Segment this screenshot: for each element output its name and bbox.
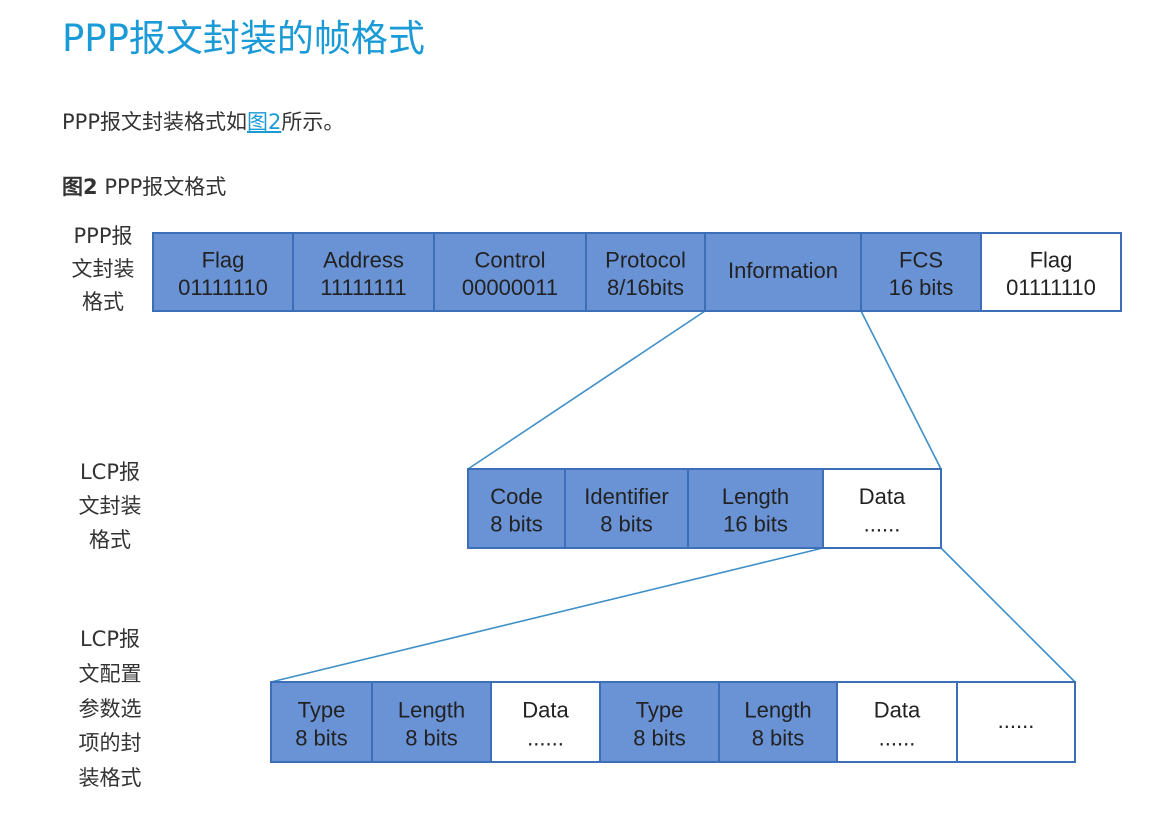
field-cell xyxy=(822,468,942,549)
field-size: 8 bits xyxy=(295,725,348,750)
zoom-line-info-right xyxy=(860,310,942,470)
row-label-line: 文封装 xyxy=(79,494,142,518)
field-name: Flag xyxy=(202,248,245,273)
field-cell xyxy=(490,681,601,763)
field-size: ...... xyxy=(864,512,901,537)
field-name: Length xyxy=(722,484,789,509)
field-size: 8 bits xyxy=(752,725,805,750)
row-label-line: 项的封 xyxy=(79,731,142,755)
field-size: 8 bits xyxy=(633,725,686,750)
figure-number: 图2 xyxy=(62,175,98,199)
row-label-line: LCP报 xyxy=(80,627,140,651)
zoom-line-data-right xyxy=(940,547,1076,683)
intro-text-before: PPP报文封装格式如 xyxy=(62,110,247,134)
field-name: Data xyxy=(874,697,921,722)
field-cell xyxy=(585,232,706,312)
field-cell xyxy=(292,232,435,312)
field-size: 8 bits xyxy=(490,512,543,537)
field-name: Length xyxy=(744,697,811,722)
figure-caption: 图2 PPP报文格式 xyxy=(62,170,226,204)
field-name: Type xyxy=(636,697,684,722)
intro-paragraph: PPP报文封装格式如图2所示。 xyxy=(62,105,344,139)
field-size: 00000011 xyxy=(462,275,558,300)
field-name: Data xyxy=(859,484,906,509)
field-name: Address xyxy=(323,248,404,273)
row-label-line: 文封装 xyxy=(72,257,135,281)
field-size: ...... xyxy=(527,725,564,750)
page-title: PPP报文封装的帧格式 xyxy=(62,17,425,60)
field-cell xyxy=(599,681,720,763)
field-size: 8/16bits xyxy=(607,275,684,300)
field-size: 16 bits xyxy=(889,275,954,300)
row-label-line: 格式 xyxy=(89,528,131,552)
field-size: 16 bits xyxy=(723,512,788,537)
row-label-line: 文配置 xyxy=(79,662,142,686)
field-cell xyxy=(371,681,492,763)
field-size: 8 bits xyxy=(600,512,653,537)
field-name: Flag xyxy=(1030,248,1073,273)
field-cell xyxy=(836,681,958,763)
field-name: ...... xyxy=(998,708,1035,733)
field-name: Information xyxy=(728,258,838,283)
field-name: Identifier xyxy=(584,484,668,509)
row-label-line: 格式 xyxy=(82,290,124,314)
field-name: Data xyxy=(522,697,569,722)
zoom-line-info-left xyxy=(467,310,706,470)
field-cell xyxy=(860,232,982,312)
field-name: Code xyxy=(490,484,543,509)
field-size: 11111111 xyxy=(320,275,406,300)
field-cell xyxy=(467,468,566,549)
field-cell xyxy=(956,681,1076,763)
field-cell xyxy=(687,468,824,549)
row-label-line: LCP报 xyxy=(80,460,140,484)
field-size: 01111110 xyxy=(1006,275,1096,300)
row-label-line: 装格式 xyxy=(79,766,142,790)
field-name: Control xyxy=(475,248,546,273)
field-name: Length xyxy=(398,697,465,722)
field-cell xyxy=(718,681,838,763)
figure-title: PPP报文格式 xyxy=(104,175,227,199)
figure-link[interactable]: 图2 xyxy=(247,110,282,134)
field-name: Protocol xyxy=(605,248,686,273)
row-label-line: PPP报 xyxy=(74,224,133,248)
field-size: 8 bits xyxy=(405,725,458,750)
row-label-line: 参数选 xyxy=(79,697,142,721)
field-cell xyxy=(980,232,1122,312)
field-name: Type xyxy=(298,697,346,722)
field-name: FCS xyxy=(899,248,943,273)
zoom-line-data-left xyxy=(270,547,824,683)
field-size: 01111110 xyxy=(178,275,268,300)
intro-text-after: 所示。 xyxy=(281,110,345,134)
field-size: ...... xyxy=(879,725,916,750)
field-cell xyxy=(270,681,373,763)
